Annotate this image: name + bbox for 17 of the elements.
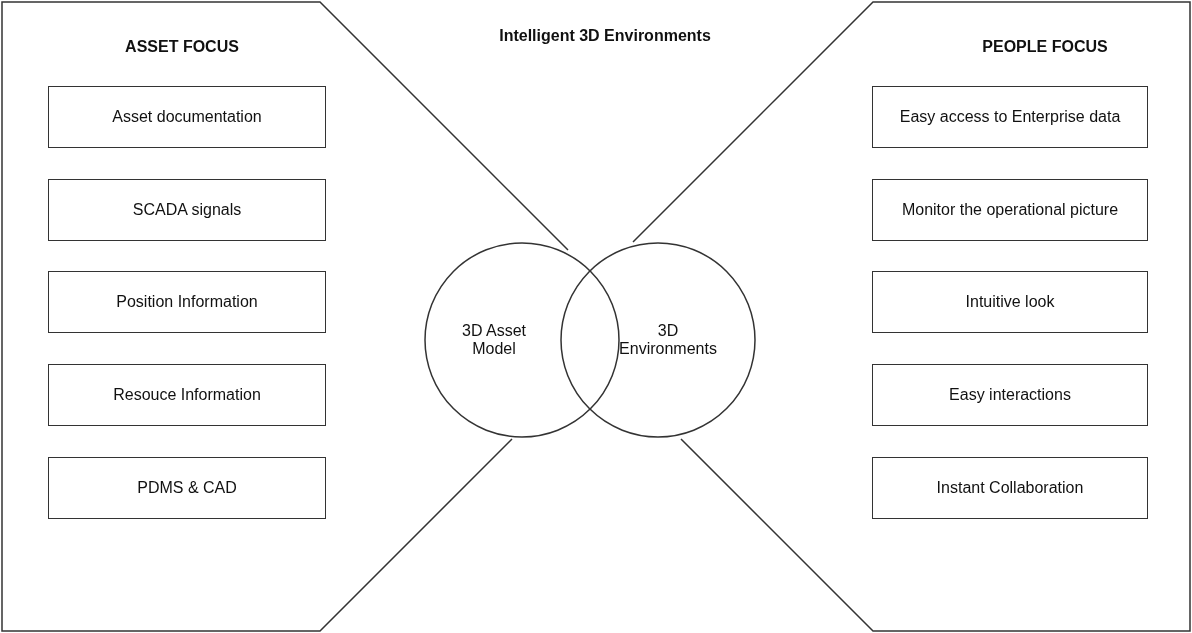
panel-heading: PEOPLE FOCUS <box>982 38 1108 56</box>
process-box: Easy access to Enterprise data <box>872 86 1148 148</box>
process-box: Asset documentation <box>48 86 326 148</box>
circle-node <box>424 242 620 438</box>
process-box: Easy interactions <box>872 364 1148 426</box>
process-box: Position Information <box>48 271 326 333</box>
circle-node <box>560 242 756 438</box>
circle-label: 3D Asset Model <box>461 322 527 358</box>
panel-heading: ASSET FOCUS <box>125 38 239 56</box>
process-box: Monitor the operational picture <box>872 179 1148 241</box>
process-box: Resouce Information <box>48 364 326 426</box>
diagram-title: Intelligent 3D Environments <box>499 27 711 45</box>
process-box: Intuitive look <box>872 271 1148 333</box>
process-box: SCADA signals <box>48 179 326 241</box>
process-box: PDMS & CAD <box>48 457 326 519</box>
process-box: Instant Collaboration <box>872 457 1148 519</box>
circle-label: 3D Environments <box>618 322 718 358</box>
